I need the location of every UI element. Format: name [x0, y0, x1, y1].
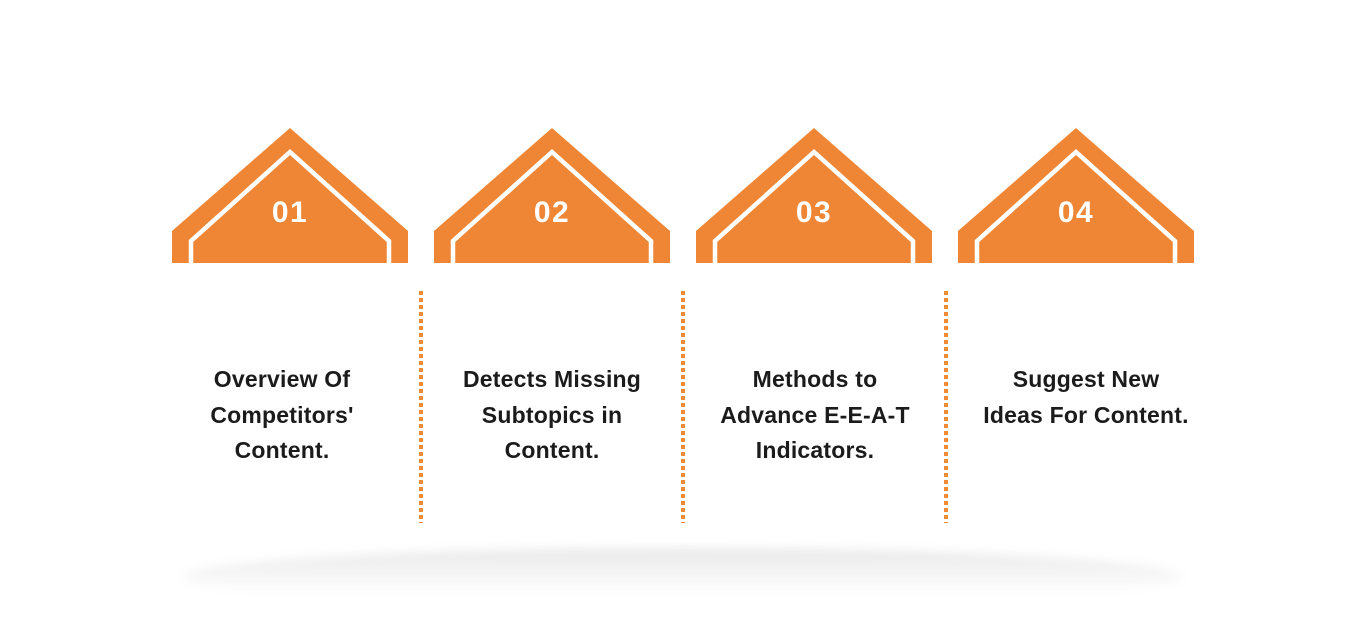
step-title-4: Suggest New Ideas For Content. [983, 366, 1189, 428]
step-title-3: Methods to Advance E-E-A-T Indicators. [720, 366, 910, 463]
bottom-shadow [184, 548, 1182, 606]
column-divider [419, 291, 423, 523]
step-marker-3: 03 [696, 128, 932, 263]
step-marker-4: 04 [958, 128, 1194, 263]
step-number: 01 [271, 196, 309, 229]
step-marker-2: 02 [434, 128, 670, 263]
step-number: 03 [795, 196, 833, 229]
step-number: 04 [1057, 196, 1095, 229]
column-divider [681, 291, 685, 523]
column-divider [944, 291, 948, 523]
step-title-1: Overview Of Competitors' Content. [210, 366, 354, 463]
step-number: 02 [533, 196, 571, 229]
step-title-2: Detects Missing Subtopics in Content. [462, 366, 642, 463]
step-marker-1: 01 [172, 128, 408, 263]
